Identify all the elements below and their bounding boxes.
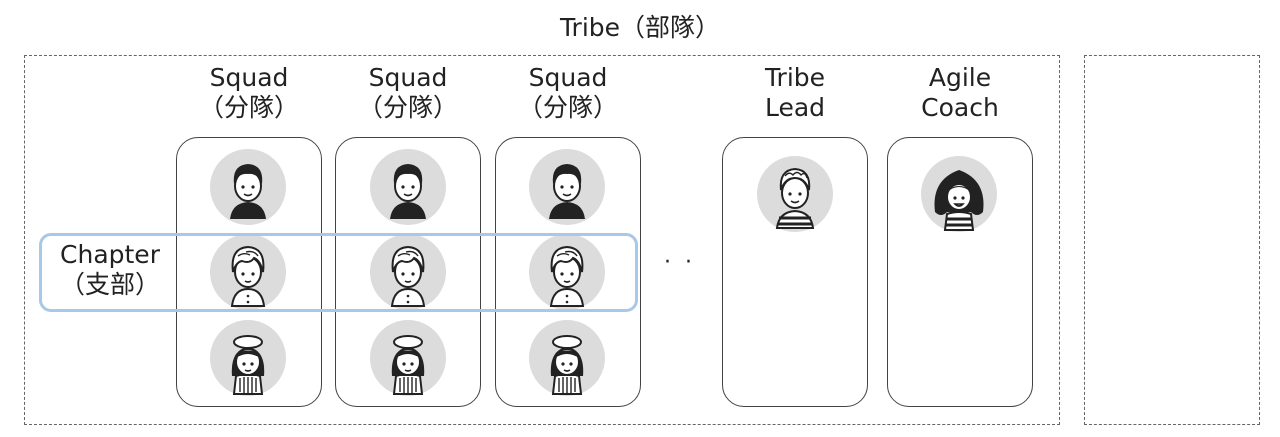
member-short-hair-icon xyxy=(370,149,446,225)
squad-card-1 xyxy=(176,137,322,407)
more-squads-ellipsis: ·· xyxy=(664,250,706,275)
agile-coach-icon xyxy=(921,156,997,232)
squad-label-1: Squad（分隊） xyxy=(198,63,299,122)
member-beret-icon xyxy=(210,320,286,396)
agile-coach-card xyxy=(887,137,1033,407)
tribe-title: Tribe（部隊） xyxy=(559,13,721,42)
next-tribe-boundary xyxy=(1084,55,1260,425)
member-short-hair-icon xyxy=(210,149,286,225)
squad-card-2 xyxy=(335,137,481,407)
member-beret-icon xyxy=(529,320,605,396)
tribe-lead-icon xyxy=(757,156,833,232)
squad-label-2: Squad（分隊） xyxy=(357,63,458,122)
member-beret-icon xyxy=(370,320,446,396)
tribe-boundary xyxy=(24,55,1060,425)
tribe-lead-card xyxy=(722,137,868,407)
chapter-highlight xyxy=(39,233,638,312)
member-short-hair-icon xyxy=(529,149,605,225)
squad-label-3: Squad（分隊） xyxy=(517,63,618,122)
chapter-label: Chapter（支部） xyxy=(59,240,160,299)
squad-card-3 xyxy=(495,137,641,407)
